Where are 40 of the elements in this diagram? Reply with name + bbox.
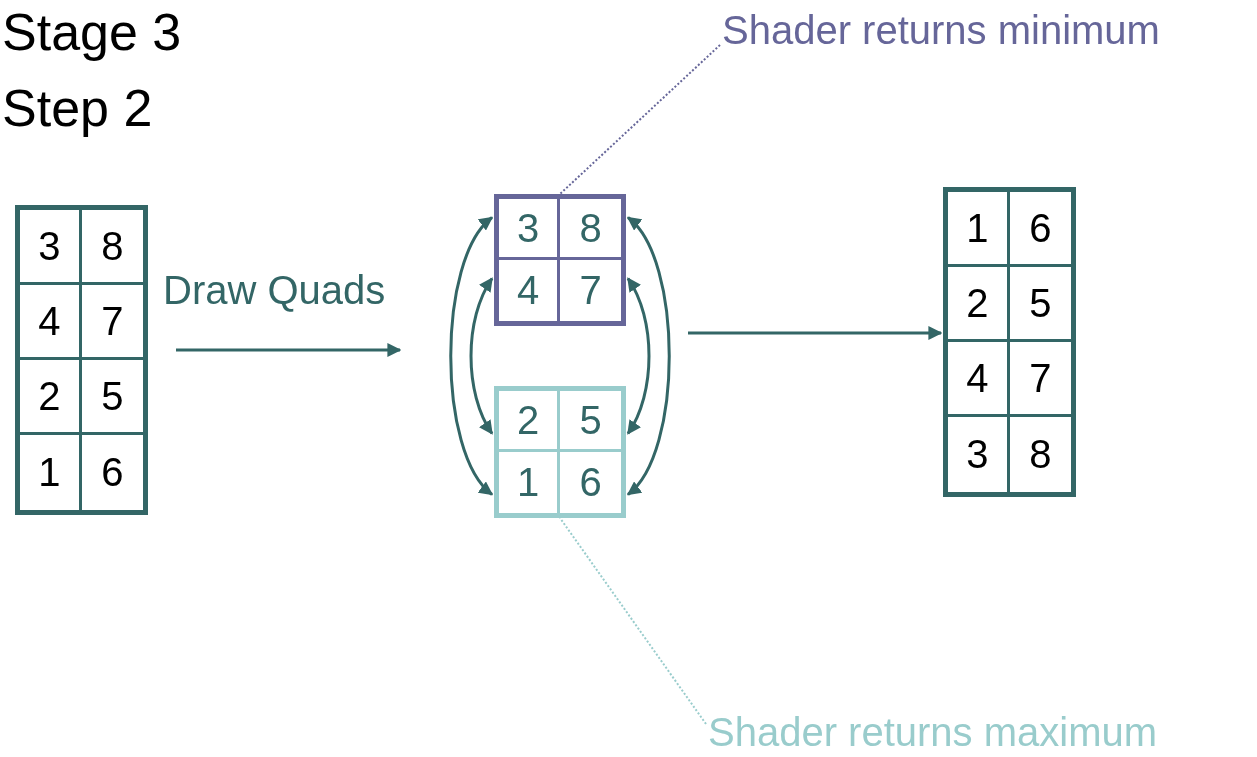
stage-step-label: Step 2 <box>2 78 153 138</box>
number-cell: 3 <box>20 210 82 285</box>
number-cell: 8 <box>81 210 143 285</box>
callout-text: Shader returns maximum <box>708 710 1158 755</box>
double-arrow <box>626 216 671 496</box>
double-arrow <box>469 277 494 435</box>
number-cell: 7 <box>1009 342 1071 417</box>
number-cell: 3 <box>948 417 1010 492</box>
leader-line <box>559 517 707 725</box>
number-cell: 2 <box>499 391 560 452</box>
number-cell: 5 <box>81 360 143 435</box>
number-cell: 4 <box>20 285 82 360</box>
number-cell: 1 <box>499 452 560 513</box>
number-cell: 4 <box>948 342 1010 417</box>
arrow <box>176 343 402 357</box>
number-grid <box>943 187 1076 497</box>
double-arrow <box>626 277 651 435</box>
number-cell: 3 <box>499 199 560 260</box>
number-cell: 6 <box>1009 192 1071 267</box>
double-arrow <box>449 216 494 496</box>
number-grid <box>494 386 626 518</box>
number-cell: 6 <box>81 435 143 510</box>
number-cell: 2 <box>20 360 82 435</box>
number-cell: 5 <box>1009 267 1071 342</box>
callout-text: Shader returns minimum <box>722 8 1160 53</box>
number-cell: 5 <box>560 391 621 452</box>
number-cell: 7 <box>81 285 143 360</box>
number-cell: 6 <box>560 452 621 513</box>
number-grid <box>15 205 148 515</box>
number-cell: 8 <box>560 199 621 260</box>
number-cell: 8 <box>1009 417 1071 492</box>
leader-line <box>559 44 721 195</box>
number-cell: 7 <box>560 260 621 321</box>
stage-step-label: Stage 3 <box>2 2 182 62</box>
number-cell: 4 <box>499 260 560 321</box>
number-grid <box>494 194 626 326</box>
number-cell: 1 <box>948 192 1010 267</box>
number-cell: 2 <box>948 267 1010 342</box>
number-cell: 1 <box>20 435 82 510</box>
arrow <box>688 326 943 340</box>
